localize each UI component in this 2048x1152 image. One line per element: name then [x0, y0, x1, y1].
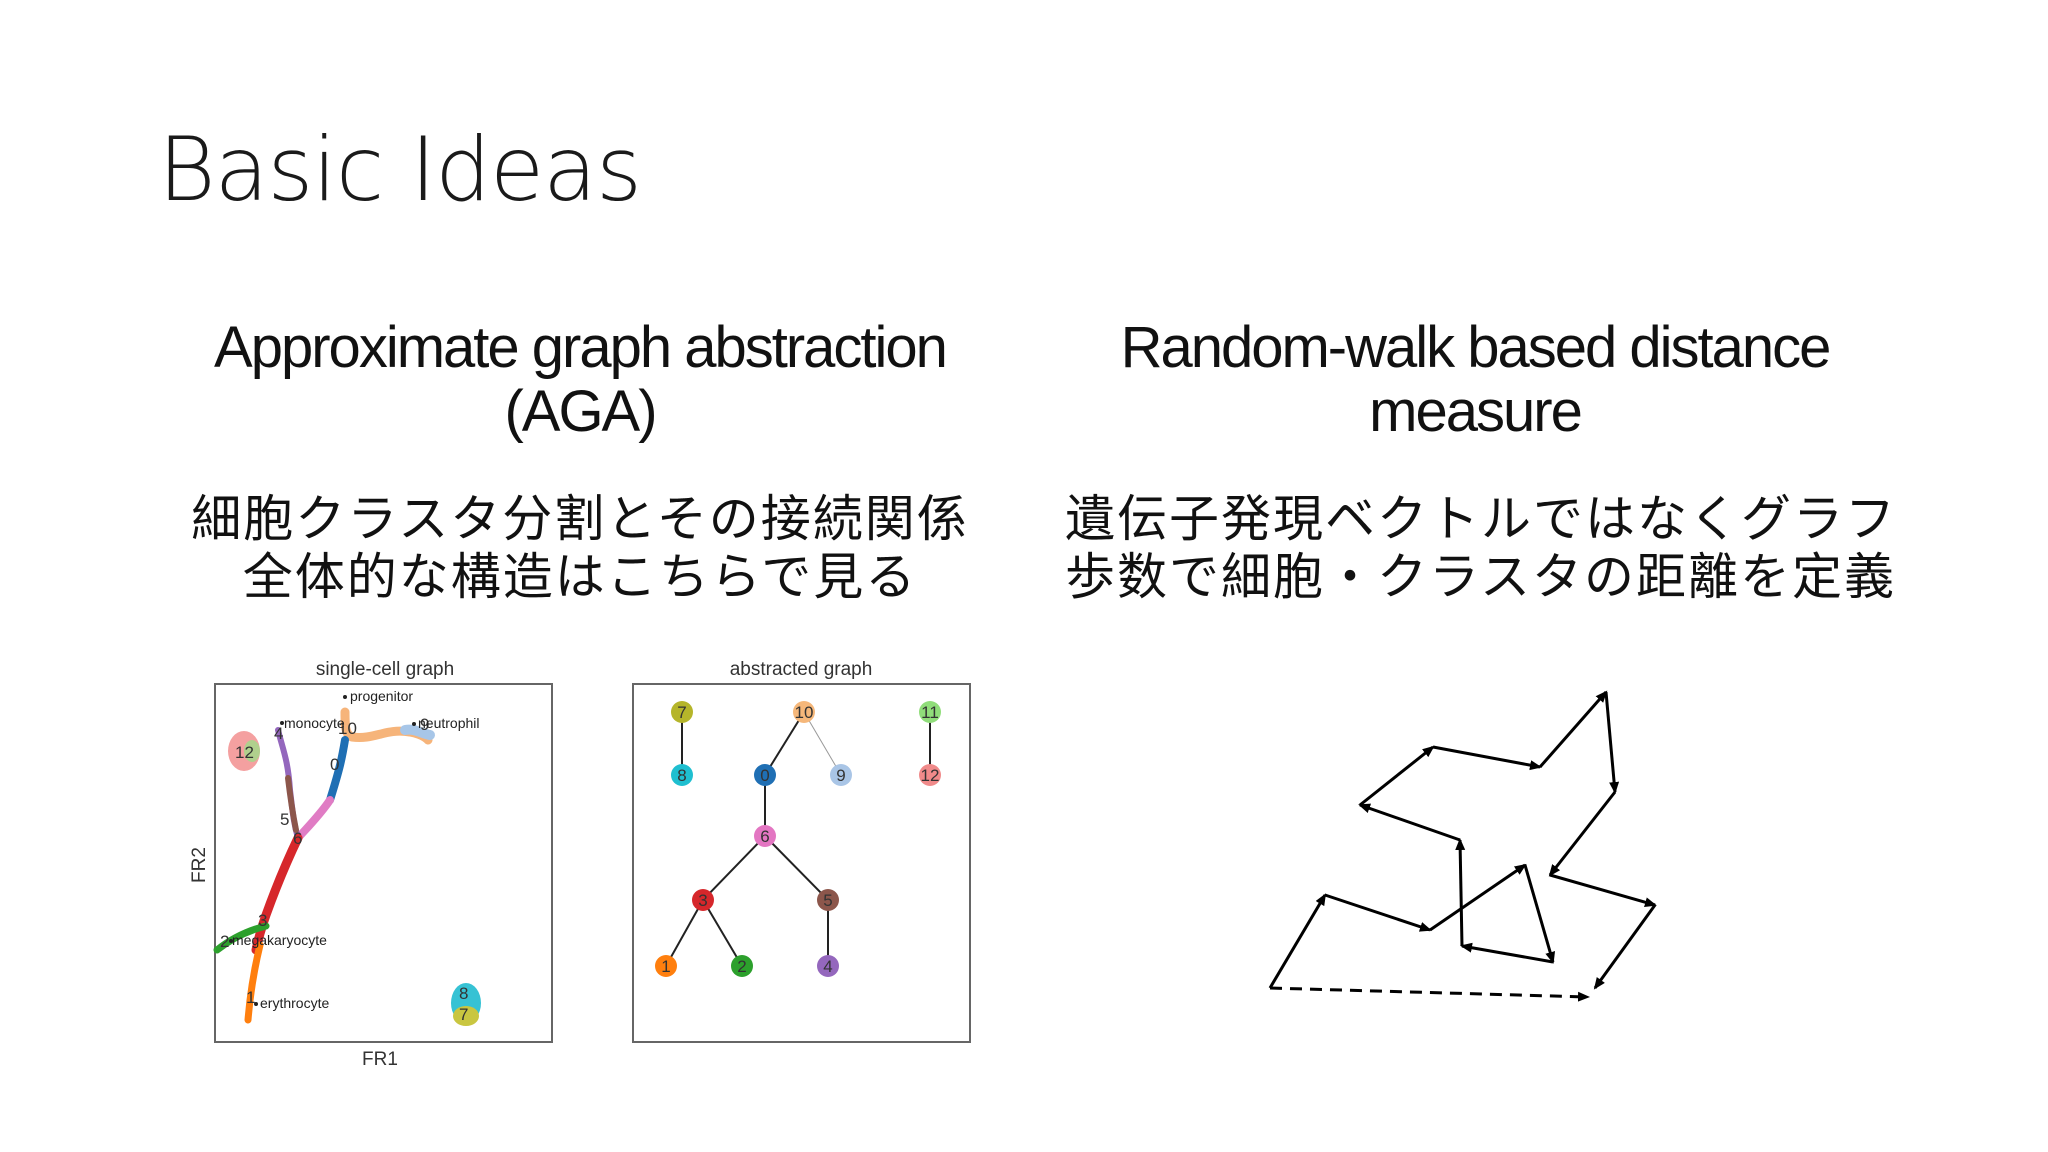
aga-description-line2: 全体的な構造はこちらで見る — [242, 548, 918, 606]
abstracted-graph-edge-6-3 — [702, 835, 766, 901]
abstracted-graph-node-label-2: 2 — [737, 957, 746, 976]
abstracted-graph-node-label-6: 6 — [760, 827, 769, 846]
abstracted-graph-node-label-9: 9 — [836, 766, 845, 785]
abstracted-graph-node-0 — [754, 764, 776, 786]
abstracted-graph-node-6 — [754, 825, 776, 847]
aga-heading: Approximate graph abstraction (AGA) — [170, 316, 990, 444]
abstracted-graph-node-3 — [692, 889, 714, 911]
random-walk-description: 遺伝子発現ベクトルではなくグラフ 歩数で細胞・クラスタの距離を定義 — [1065, 490, 1897, 606]
cluster-9-trajectory — [400, 724, 435, 740]
abstracted-graph-node-label-11: 11 — [921, 703, 939, 722]
abstracted-graph-edge-10-0 — [764, 711, 805, 776]
cluster-12-label: 12 — [235, 743, 254, 762]
abstracted-graph-node-12 — [919, 764, 941, 786]
cluster-2-label: 2 — [220, 932, 229, 951]
abstracted-graph-node-11 — [919, 701, 941, 723]
erythrocyte-annotation: erythrocyte — [260, 995, 329, 1011]
monocyte-marker — [280, 721, 284, 725]
aga-description: 細胞クラスタ分割とその接続関係 全体的な構造はこちらで見る — [170, 490, 990, 606]
cluster-9-label: 9 — [420, 715, 429, 734]
cluster-3-trajectory — [251, 833, 303, 955]
cluster-3-label: 3 — [258, 911, 267, 930]
neutrophil-marker — [412, 722, 416, 726]
abstracted-graph-node-1 — [655, 955, 677, 977]
cluster-0-label: 0 — [330, 755, 339, 774]
cluster-11-blob — [244, 740, 260, 762]
neutrophil-annotation: neutrophil — [418, 715, 480, 731]
abstracted-graph-title: abstracted graph — [730, 659, 873, 680]
y-axis-label: FR2 — [189, 847, 210, 883]
shortest-path-dashed-arrow — [1269, 986, 1590, 1002]
aga-heading-line2: (AGA) — [504, 379, 657, 444]
cluster-1-trajectory — [244, 941, 264, 1024]
abstracted-graph-node-label-10: 10 — [795, 703, 814, 722]
cluster-5-trajectory — [285, 775, 299, 833]
random-walk-arrows-icon — [1268, 690, 1657, 990]
cluster-2-trajectory — [213, 922, 270, 954]
cluster-8-label: 8 — [459, 984, 468, 1003]
abstracted-graph-node-label-1: 1 — [661, 957, 670, 976]
aga-description-line1: 細胞クラスタ分割とその接続関係 — [191, 490, 969, 548]
cluster-5-label: 5 — [280, 810, 289, 829]
single-cell-graph-frame — [214, 683, 553, 1043]
abstracted-graph-node-label-3: 3 — [698, 891, 707, 910]
cluster-7-blob — [453, 1006, 479, 1026]
progenitor-annotation: progenitor — [350, 688, 413, 704]
monocyte-annotation: monocyte — [284, 715, 345, 731]
abstracted-graph-node-8 — [671, 764, 693, 786]
erythrocyte-marker — [254, 1002, 258, 1006]
cluster-4-label: 4 — [274, 724, 283, 743]
megakaryocyte-marker — [229, 939, 233, 943]
single-cell-graph-figure: single-cell graph FR1 FR2 12 8 7 10 0 6 … — [189, 659, 553, 1070]
random-walk-heading-line1: Random-walk based distance — [1120, 315, 1832, 380]
random-walk-heading-line2: measure — [1369, 379, 1583, 444]
abstracted-graph-node-label-7: 7 — [677, 703, 686, 722]
random-walk-heading: Random-walk based distance measure — [1065, 316, 1885, 444]
cluster-7-label: 7 — [459, 1005, 468, 1024]
abstracted-graph-node-5 — [817, 889, 839, 911]
random-walk-description-line2: 歩数で細胞・クラスタの距離を定義 — [1065, 548, 1896, 606]
slide-title: Basic Ideas — [158, 118, 642, 221]
cluster-0-trajectory — [326, 736, 349, 804]
cluster-6-label: 6 — [293, 829, 302, 848]
abstracted-graph-node-label-12: 12 — [921, 766, 940, 785]
single-cell-graph-title: single-cell graph — [316, 659, 454, 680]
abstracted-graph-edge-3-1 — [665, 899, 704, 967]
progenitor-marker — [343, 695, 347, 699]
abstracted-graph-node-label-5: 5 — [823, 891, 832, 910]
random-walk-diagram — [1268, 690, 1657, 1002]
abstracted-graph-node-7 — [671, 701, 693, 723]
abstracted-graph-node-2 — [731, 955, 753, 977]
abstracted-graph-node-label-0: 0 — [760, 766, 769, 785]
aga-heading-line1: Approximate graph abstraction — [214, 315, 948, 380]
abstracted-graph-node-10 — [793, 701, 815, 723]
abstracted-graph-edge-3-2 — [702, 899, 743, 967]
abstracted-graph-frame — [632, 683, 971, 1043]
cluster-10-label: 10 — [338, 719, 357, 738]
megakaryocyte-annotation: megakaryocyte — [232, 932, 327, 948]
abstracted-graph-node-label-8: 8 — [677, 766, 686, 785]
abstracted-graph-node-label-4: 4 — [823, 957, 832, 976]
abstracted-graph-edge-6-5 — [764, 835, 829, 901]
x-axis-label: FR1 — [362, 1049, 398, 1070]
abstracted-graph-node-4 — [817, 955, 839, 977]
random-walk-description-line1: 遺伝子発現ベクトルではなくグラフ — [1065, 490, 1897, 548]
abstracted-graph-edge-10-9 — [803, 711, 842, 776]
cluster-1-label: 1 — [246, 988, 255, 1007]
abstracted-graph-node-9 — [830, 764, 852, 786]
